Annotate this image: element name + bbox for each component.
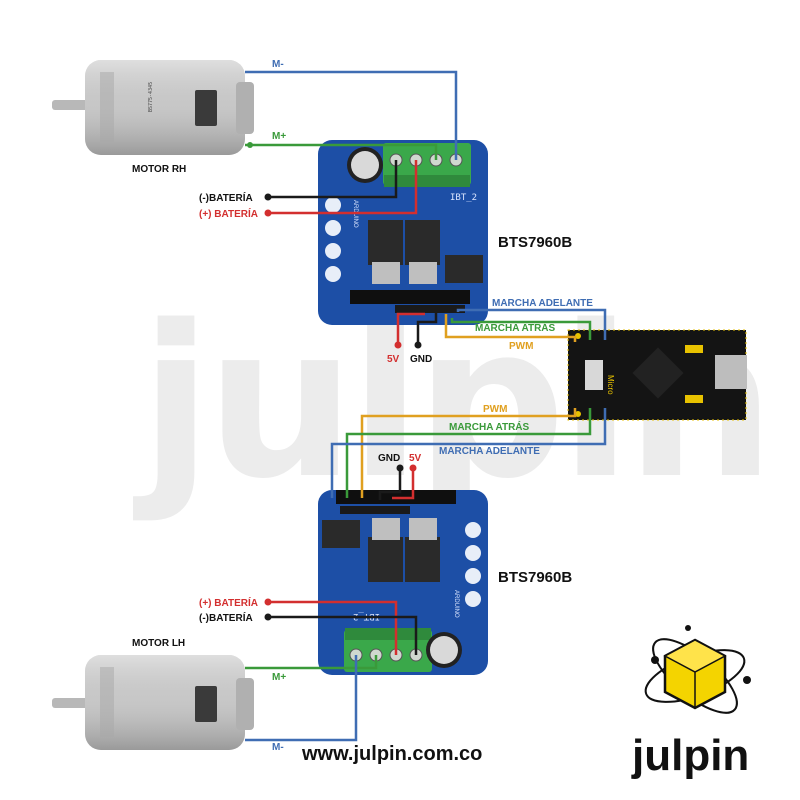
driver-bottom-pwm-label: PWM	[483, 404, 507, 415]
motor-rh-body-text: BS775-4345	[148, 82, 154, 112]
wire-bottom-battery-neg	[268, 615, 418, 655]
motor-rh: BS775-4345	[52, 60, 254, 155]
motor-lh-wire-minus-label: M-	[272, 742, 284, 753]
wire-bottom-battery-pos	[268, 600, 398, 655]
wire-bottom-gnd	[378, 468, 402, 500]
driver-bottom-name: BTS7960B	[498, 569, 572, 586]
footer-url: www.julpin.com.co	[301, 743, 482, 765]
driver-bottom-battery-neg-label: (-)BATERÍA	[199, 611, 253, 624]
arduino-micro: Micro	[567, 329, 747, 421]
wire-bottom-forward	[330, 408, 607, 498]
driver-top-silk-label: IBT_2	[450, 193, 477, 203]
wire-top-forward	[456, 308, 607, 340]
arduino-silk-left: Micro	[606, 375, 615, 395]
driver-bottom-reverse-label: MARCHA ATRÁS	[449, 420, 530, 433]
motor-lh-title: MOTOR LH	[132, 638, 185, 649]
wire-top-pwm	[444, 314, 577, 342]
wire-motor-lh-minus	[245, 655, 358, 742]
driver-bottom-5v-label: 5V	[409, 453, 422, 464]
driver-top-battery-neg-label: (-)BATERÍA	[199, 191, 253, 204]
wire-bottom-5v	[392, 468, 415, 500]
driver-top-board: IBT_2 ARDUINO	[318, 140, 488, 325]
wire-motor-rh-plus	[245, 143, 438, 160]
julpin-logo-text: julpin	[631, 731, 749, 780]
driver-top-pwm-label: PWM	[509, 341, 533, 352]
wire-top-5v	[396, 312, 425, 345]
wire-top-reverse	[450, 318, 592, 340]
wire-top-battery-neg	[268, 160, 398, 199]
driver-bottom-silk-arduino: ARDUINO	[453, 590, 459, 618]
driver-bottom-battery-pos-label: (+) BATERÍA	[199, 596, 258, 609]
motor-rh-title: MOTOR RH	[132, 164, 186, 175]
julpin-logo-icon	[644, 625, 751, 714]
driver-bottom-gnd-label: GND	[378, 453, 400, 464]
motor-lh	[52, 655, 254, 750]
motor-rh-wire-minus-label: M-	[272, 59, 284, 70]
wire-top-battery-pos	[268, 160, 418, 215]
wire-bottom-reverse	[345, 408, 592, 498]
motor-rh-wire-plus-label: M+	[272, 131, 286, 142]
driver-top-battery-pos-label: (+) BATERÍA	[199, 207, 258, 220]
driver-top-5v-label: 5V	[387, 354, 400, 365]
wire-top-gnd	[416, 312, 438, 345]
driver-top-forward-label: MARCHA ADELANTE	[492, 298, 593, 309]
driver-top-reverse-label: MARCHA ATRÁS	[475, 321, 556, 334]
driver-bottom-forward-label: MARCHA ADELANTE	[439, 446, 540, 457]
wire-bottom-pwm	[360, 408, 577, 498]
driver-top-name: BTS7960B	[498, 234, 572, 251]
motor-lh-wire-plus-label: M+	[272, 672, 286, 683]
wire-motor-lh-plus	[245, 655, 378, 670]
driver-bottom-board: IBT_2 ARDUINO	[318, 490, 488, 675]
driver-top-gnd-label: GND	[410, 354, 432, 365]
wire-motor-rh-minus	[245, 70, 458, 160]
